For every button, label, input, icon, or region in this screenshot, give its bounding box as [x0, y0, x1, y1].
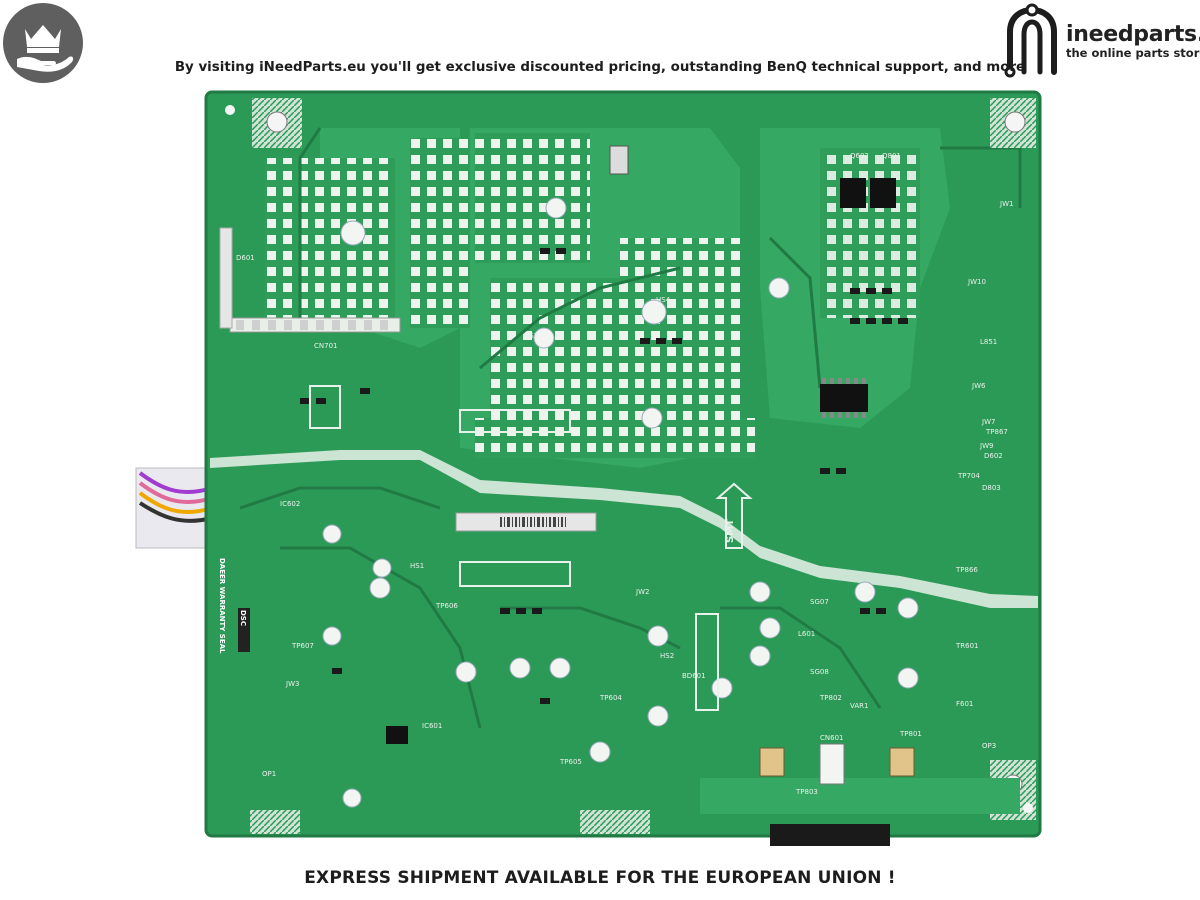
- silk-tpout: TP867: [985, 428, 1008, 436]
- silk-hs1: HS1: [410, 562, 424, 570]
- crown-hand-badge: [3, 3, 83, 83]
- silk-q602: Q602: [850, 152, 869, 160]
- smt-arrow-marking: SMT: [715, 482, 753, 549]
- silk-var1: VAR1: [850, 702, 868, 710]
- crown-hand-icon: [17, 25, 74, 72]
- silk-tp801: TP801: [899, 730, 922, 738]
- silk-jw2: JW2: [635, 588, 649, 596]
- silk-tr601: TR601: [955, 642, 979, 650]
- silk-jw3: JW3: [285, 680, 299, 688]
- silk-q801: Q801: [882, 152, 901, 160]
- controller-ic: [820, 384, 868, 412]
- barcode-sticker: [455, 512, 597, 532]
- logo-subtitle: the online parts store: [1066, 46, 1200, 60]
- silk-tp868: TP704: [957, 472, 980, 480]
- silk-jw10: JW9: [979, 442, 993, 450]
- silk-ic601: IC601: [422, 722, 442, 730]
- silk-jw8: JW7: [981, 418, 995, 426]
- silk-tp869: TP866: [955, 566, 978, 574]
- silk-sg07: SG07: [810, 598, 829, 606]
- silk-tp704: D601: [236, 254, 255, 262]
- silk-cn601: CN601: [820, 734, 844, 742]
- promo-tagline: By visiting iNeedParts.eu you'll get exc…: [174, 60, 1026, 75]
- silk-hs2: HS2: [660, 652, 674, 660]
- silk-ic602: IC602: [280, 500, 300, 508]
- logo-name: ineedparts.eu: [1066, 22, 1200, 47]
- silk-tp606: TP606: [435, 602, 458, 610]
- silk-tp607: TP607: [291, 642, 314, 650]
- silk-hs4: HS4: [656, 296, 671, 304]
- ineedparts-logo[interactable]: ineedparts.eu the online parts store: [1002, 2, 1200, 78]
- silk-jw6: JW6: [971, 382, 986, 390]
- silk-op1: OP1: [262, 770, 276, 778]
- svg-text:SMT: SMT: [725, 519, 736, 543]
- silk-l851: L851: [980, 338, 997, 346]
- silk-tp803: TP803: [795, 788, 818, 796]
- silk-jw1: JW1: [999, 200, 1013, 208]
- silk-tp604: TP604: [599, 694, 622, 702]
- shipment-banner: EXPRESS SHIPMENT AVAILABLE FOR THE EUROP…: [304, 868, 896, 888]
- svg-text:DSC: DSC: [239, 610, 247, 626]
- silk-f601: F601: [956, 700, 973, 708]
- svg-text:DAEER WARRANTY SEAL: DAEER WARRANTY SEAL: [218, 558, 226, 654]
- silk-tp605: TP605: [559, 758, 582, 766]
- silk-bd601: BD601: [682, 672, 706, 680]
- silk-sg08: SG08: [810, 668, 829, 676]
- pcb-board-image: SMT DAEER WARRANTY SEAL DSC: [135, 90, 1042, 846]
- silk-l601: L601: [798, 630, 815, 638]
- silk-tp802: TP802: [819, 694, 842, 702]
- mounting-holes: [225, 98, 1036, 834]
- wire-connector: [135, 467, 213, 549]
- silk-cn701: CN701: [314, 342, 338, 350]
- logo-mark-icon: [1004, 3, 1057, 78]
- silk-tp866: D602: [984, 452, 1003, 460]
- silk-op3: OP3: [982, 742, 996, 750]
- ac-inlet: [770, 824, 890, 846]
- silk-jw7: JW10: [967, 278, 986, 286]
- silk-tp867: D803: [982, 484, 1001, 492]
- silk-hs3: HS3: [524, 332, 538, 340]
- warranty-seal: DAEER WARRANTY SEAL DSC: [210, 558, 256, 658]
